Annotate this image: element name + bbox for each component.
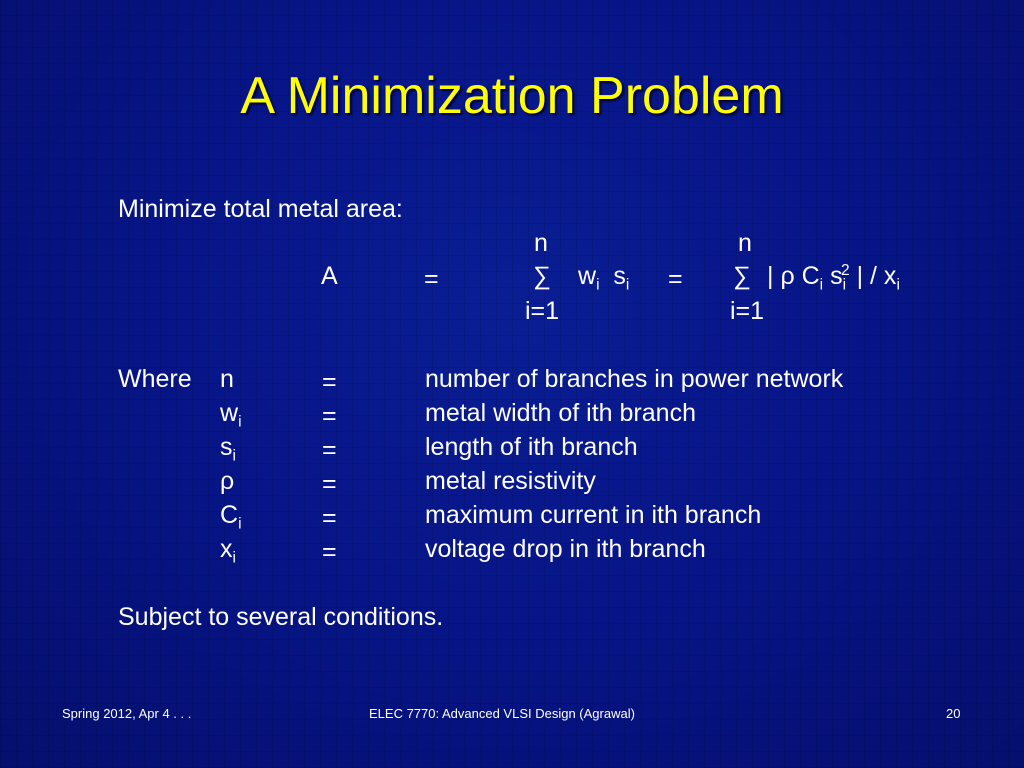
- definition-equals: =: [322, 538, 337, 566]
- sum1-sigma-symbol: ∑: [533, 262, 551, 290]
- formula-term2: | ρ Ci si2 | / xi: [767, 262, 900, 294]
- sum1-lower-limit: i=1: [525, 297, 560, 325]
- definition-equals: =: [322, 470, 337, 498]
- definition-text: maximum current in ith branch: [425, 501, 762, 529]
- definition-symbol: wi: [220, 399, 242, 431]
- definition-symbol: si: [220, 433, 236, 465]
- formula-equals-1: =: [424, 265, 439, 293]
- sum2-upper-limit: n: [738, 229, 752, 257]
- formula-term1: wi si: [578, 262, 630, 294]
- definition-text: length of ith branch: [425, 433, 638, 461]
- footer-date: Spring 2012, Apr 4 . . .: [62, 706, 192, 721]
- where-label: Where: [118, 365, 192, 393]
- definition-symbol: n: [220, 365, 234, 393]
- definition-text: metal width of ith branch: [425, 399, 696, 427]
- definition-symbol: xi: [220, 535, 236, 567]
- sum2-lower-limit: i=1: [730, 297, 765, 325]
- definition-symbol: ρ: [220, 467, 235, 495]
- formula-lhs: A: [321, 262, 338, 290]
- sum2-sigma-symbol: ∑: [733, 262, 751, 290]
- definition-equals: =: [322, 504, 337, 532]
- definition-equals: =: [322, 402, 337, 430]
- intro-text: Minimize total metal area:: [118, 195, 403, 223]
- definition-equals: =: [322, 436, 337, 464]
- slide-title: A Minimization Problem: [240, 67, 784, 125]
- definition-text: metal resistivity: [425, 467, 596, 495]
- footer-page-number: 20: [946, 706, 961, 721]
- definition-equals: =: [322, 368, 337, 396]
- definition-symbol: Ci: [220, 501, 242, 533]
- definition-text: voltage drop in ith branch: [425, 535, 706, 563]
- formula-equals-2: =: [668, 265, 683, 293]
- definition-text: number of branches in power network: [425, 365, 844, 393]
- footer-course: ELEC 7770: Advanced VLSI Design (Agrawal…: [369, 706, 635, 721]
- conclusion-text: Subject to several conditions.: [118, 603, 444, 631]
- sum1-upper-limit: n: [534, 229, 548, 257]
